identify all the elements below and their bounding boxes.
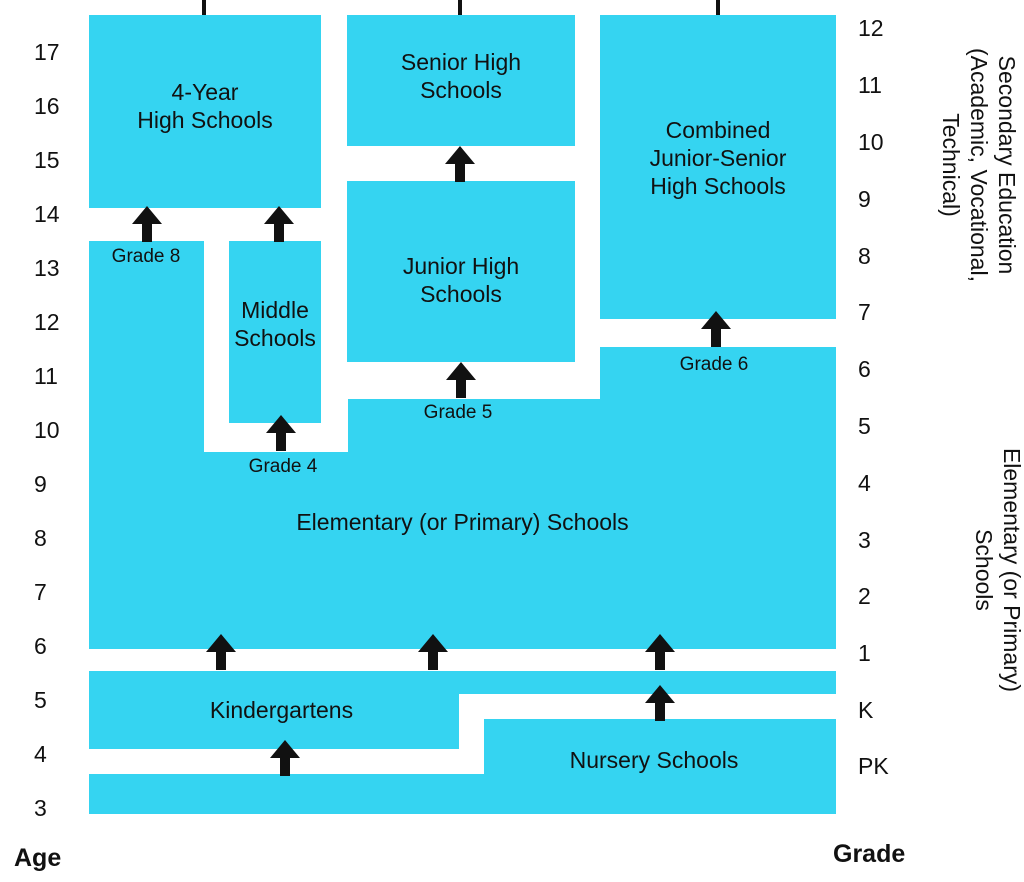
grade-label: PK (858, 753, 889, 779)
elementary-schools-box-part (204, 452, 348, 649)
senior-high-schools-box (347, 15, 575, 146)
age-label: 8 (34, 525, 47, 551)
top-tick-middle (458, 0, 462, 15)
grade-label: 1 (858, 640, 871, 666)
grade-5-label: Grade 5 (423, 402, 493, 423)
age-label: 7 (34, 579, 47, 605)
age-label: 16 (34, 93, 60, 119)
middle-schools-box (229, 241, 321, 423)
age-label: 11 (34, 363, 58, 389)
age-label: 6 (34, 633, 47, 659)
kindergartens-label: Kindergartens (209, 697, 354, 723)
kindergartens-box (89, 671, 459, 749)
elementary-schools-label: Elementary (or Primary) Schools (296, 509, 629, 535)
age-axis-title: Age (14, 844, 62, 872)
junior-high-schools-label: Junior High Schools (402, 253, 520, 307)
four-year-high-schools-label: 4-Year High Schools (137, 79, 273, 133)
grade-label: 5 (858, 413, 871, 439)
age-label: 4 (34, 741, 47, 767)
grade-label: 11 (858, 72, 882, 98)
grade-label: 8 (858, 243, 871, 269)
middle-schools-label: Middle Schools (234, 297, 316, 351)
grade-6-label: Grade 6 (679, 354, 749, 375)
age-label: 14 (34, 201, 60, 227)
age-label: 9 (34, 471, 47, 497)
age-label: 10 (34, 417, 60, 443)
combined-junior-senior-label: Combined Junior-Senior High Schools (649, 117, 787, 199)
age-label: 13 (34, 255, 60, 281)
elementary-schools-box-part (348, 399, 600, 649)
top-tick-left (202, 0, 206, 15)
nursery-schools-box (484, 719, 836, 814)
age-label: 12 (34, 309, 60, 335)
nursery-schools-label: Nursery Schools (569, 747, 739, 773)
grade-4-label: Grade 4 (248, 456, 318, 477)
age-label: 5 (34, 687, 47, 713)
combined-junior-senior-box (600, 15, 836, 319)
age-label: 3 (34, 795, 47, 821)
senior-high-schools-label: Senior High Schools (400, 49, 522, 103)
grade-label: 7 (858, 299, 871, 325)
age-label: 17 (34, 39, 60, 65)
grade-label: 12 (858, 15, 884, 41)
grade-label: 2 (858, 583, 871, 609)
junior-high-schools-box (347, 181, 575, 362)
grade-label: 6 (858, 356, 871, 382)
grade-label: 9 (858, 186, 871, 212)
grade-label: 10 (858, 129, 884, 155)
grade-label: K (858, 697, 874, 723)
kindergartens-box-part (459, 671, 836, 694)
age-label: 15 (34, 147, 60, 173)
four-year-high-schools-box (89, 15, 321, 208)
grade-8-label: Grade 8 (111, 246, 181, 267)
grade-label: 3 (858, 527, 871, 553)
grade-label: 4 (858, 470, 871, 496)
elementary-side-label: Elementary (or Primary) Schools (971, 447, 1024, 693)
nursery-schools-box-part (89, 774, 484, 814)
elementary-schools-box-part (600, 347, 836, 649)
secondary-education-side-label: Secondary Education (Academic, Vocationa… (938, 48, 1020, 282)
elementary-schools-box (89, 241, 204, 649)
grade-axis-title: Grade (833, 840, 906, 868)
top-tick-right (716, 0, 720, 15)
